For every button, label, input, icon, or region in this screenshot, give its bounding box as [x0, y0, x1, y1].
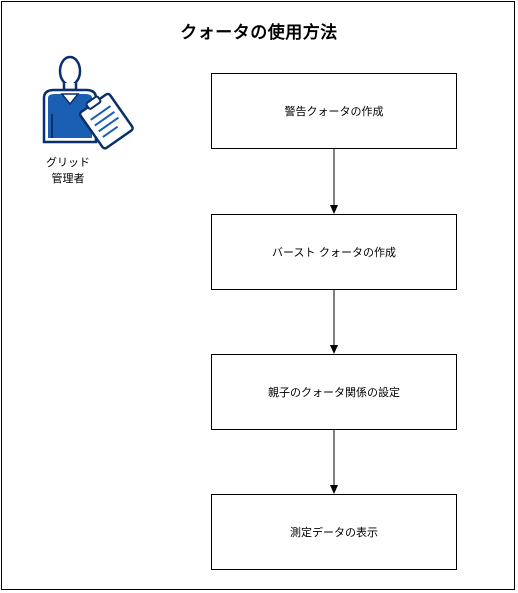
diagram-title: クォータの使用方法	[180, 23, 338, 43]
step-view-metering-data: 測定データの表示	[211, 494, 457, 570]
step-create-warning-quota: 警告クォータの作成	[211, 73, 457, 149]
step-label: 親子のクォータ関係の設定	[268, 386, 400, 399]
actor-label-line1: グリッド	[46, 156, 90, 169]
actor-label: グリッド 管理者	[40, 155, 96, 187]
step-label: バースト クォータの作成	[272, 246, 396, 259]
step-set-parent-child-relation: 親子のクォータ関係の設定	[211, 354, 457, 430]
step-label: 警告クォータの作成	[284, 105, 384, 118]
step-create-burst-quota: バースト クォータの作成	[211, 214, 457, 290]
step-label: 測定データの表示	[290, 526, 378, 539]
actor-label-line2: 管理者	[51, 172, 85, 185]
grid-admin-icon	[38, 54, 144, 150]
